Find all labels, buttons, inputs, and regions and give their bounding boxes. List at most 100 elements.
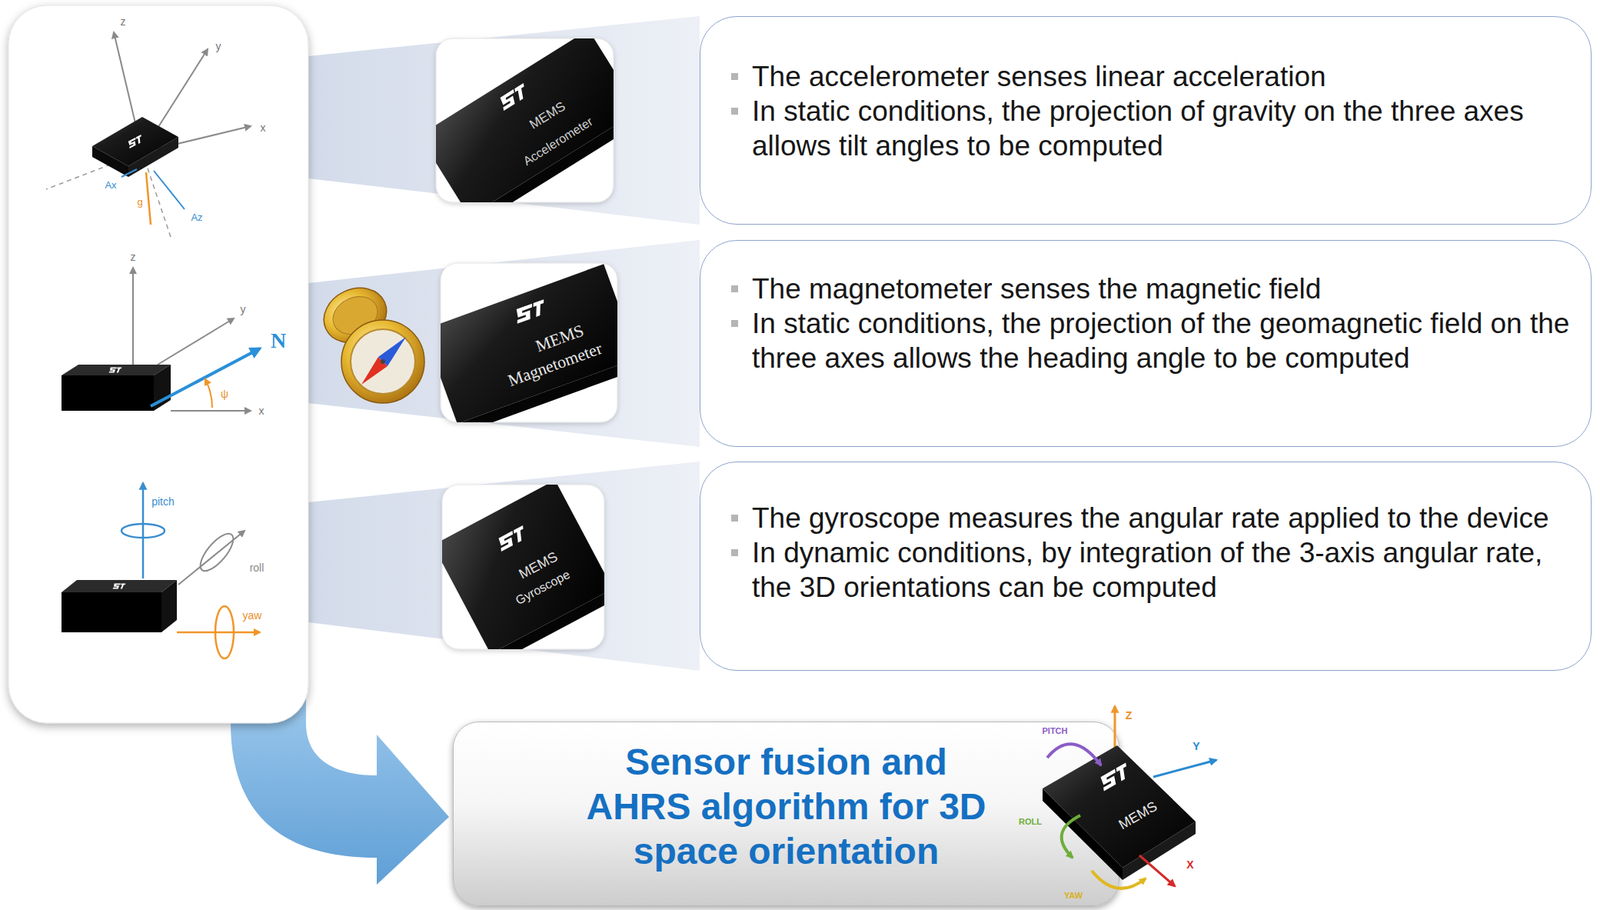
compass-icon [380,359,386,364]
bullet-item: The accelerometer senses linear accelera… [731,59,1585,94]
gyroscope-axes [61,482,260,659]
sensor-panel [8,5,309,723]
vector-label: g [136,196,143,207]
bullet-marker [731,73,739,80]
axis-label: z [130,251,137,263]
axis-label: y [216,40,222,52]
magnetometer-chip [440,263,618,423]
vector-label: Ax [104,179,117,190]
axis-label: y [240,303,247,315]
orientation-chip [1153,759,1217,777]
fusion-title: Sensor fusion and AHRS algorithm for 3D … [571,739,1002,874]
magnetometer-axes [61,375,154,411]
axis-label: X [1186,858,1194,870]
axis-label: Y [1192,740,1200,752]
orientation-chip [1091,870,1146,889]
gyroscope-chip [442,484,605,649]
accelerometer-chip [435,38,614,203]
fusion-box: Sensor fusion and AHRS algorithm for 3D … [452,721,1120,906]
gyroscope-axes [142,482,145,579]
connector-band [308,239,700,447]
orientation-chip [1061,814,1081,858]
orientation-chip [1122,821,1196,880]
bullet-marker [731,285,739,293]
chip-marking: MEMS [1116,798,1160,832]
bullet-item: In static conditions, the projection of … [731,93,1585,163]
accelerometer-axes [146,172,151,225]
accelerometer-chip [419,29,646,227]
rotation-label: PITCH [1042,726,1068,736]
compass-icon [350,329,416,394]
magnetometer-axes [205,379,213,408]
gyroscope-axes [61,592,162,633]
orientation-chip [1042,788,1123,880]
bullet-text: The gyroscope measures the angular rate … [751,500,1585,536]
title-block: Sensor fusion and AHRS algorithm for 3D … [453,739,1119,874]
accelerometer-axes [126,134,144,149]
bullet-text: In static conditions, the projection of … [751,93,1585,163]
compass-icon [341,319,425,403]
gyroscope-chip [495,525,529,552]
bullet-marker [731,514,739,522]
bullet-item: The magnetometer senses the magnetic fie… [731,271,1585,307]
gyroscope-axes [195,528,240,576]
gyroscope-chip [442,484,605,649]
bullet-marker [731,319,739,327]
orientation-chip [1139,854,1175,886]
magnetometer-chip [422,262,642,434]
gyroscope-axes [113,583,127,589]
magnetometer-chip [440,263,618,423]
compass-icon [378,336,406,366]
accelerometer-chip [435,38,614,203]
gyroscope-chip [432,479,619,663]
bullet-text: In dynamic conditions, by integration of… [751,535,1585,605]
connector-band [308,461,700,671]
angle-label: ψ [220,388,229,400]
magnetometer-axes [157,318,234,365]
accelerometer-chip [435,38,614,203]
rotation-label: pitch [151,495,175,507]
gyroscope-axes [161,579,177,633]
connector-band [308,16,700,671]
description-box: The accelerometer senses linear accelera… [699,16,1592,225]
gyroscope-axes [178,530,245,585]
accelerometer-axes [153,170,185,210]
accelerometer-chip [496,83,531,111]
bullet-text: In static conditions, the projection of … [751,306,1585,376]
gyroscope-axes [176,631,260,634]
magnetometer-axes [132,267,134,365]
bullet-item: In dynamic conditions, by integration of… [731,535,1585,605]
bullet-item: In static conditions, the projection of … [731,306,1585,376]
compass-icon [361,356,388,385]
gyroscope-chip [442,484,605,649]
description-box: The magnetometer senses the magnetic fie… [699,239,1592,447]
axis-label: Z [1125,709,1133,721]
accelerometer-axes [46,32,251,237]
connector-band [308,16,700,225]
description-box: The gyroscope measures the angular rate … [699,461,1592,671]
rotation-label: roll [249,562,265,573]
axis-label: z [120,16,127,27]
compass-icon [315,277,425,403]
rotation-label: YAW [1064,891,1083,900]
rotation-label: yaw [242,609,263,621]
orientation-chip [1097,761,1133,791]
magnetometer-axes [170,409,251,412]
bullet-marker [731,107,739,115]
accelerometer-axes [121,169,137,177]
accelerometer-axes [92,116,179,167]
gyroscope-axes [121,523,165,538]
vector-label: Az [190,212,203,223]
gyroscope-axes [61,579,177,593]
orientation-chip [1042,745,1196,868]
axis-label: x [259,405,265,416]
magnetometer-axes [150,348,260,406]
north-label: N [270,329,287,352]
magnetometer-axes [61,364,171,376]
orientation-chip [1114,705,1117,769]
magnetometer-axes [61,267,260,411]
bullet-text: The accelerometer senses linear accelera… [751,59,1585,94]
bullet-text: The magnetometer senses the magnetic fie… [751,271,1585,307]
bullet-item: The gyroscope measures the angular rate … [731,500,1585,536]
rotation-label: ROLL [1018,817,1042,826]
